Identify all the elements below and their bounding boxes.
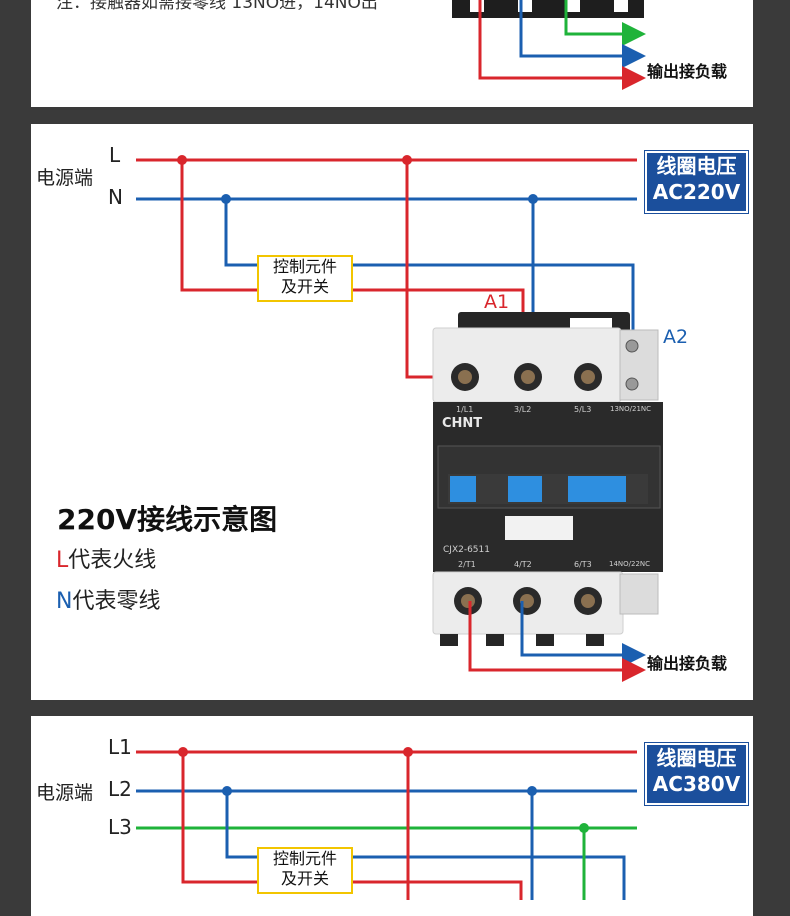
legend-L-letter: L [56,548,69,573]
mid-line-N-label: N [108,185,123,209]
mid-output-label: 输出接负载 [647,654,728,673]
contactor-model: CJX2-6511 [443,545,490,555]
bottom-control-box: 控制元件 及开关 [257,847,353,894]
bottom-control-line2: 及开关 [280,869,329,888]
bottom-term-1: 2/T1 [458,560,476,569]
mid-badge-line2: AC220V [652,180,741,204]
diagram-title: 220V接线示意图 [57,503,278,536]
bottom-badge-line1: 线圈电压 [656,746,737,770]
legend-N-text: 代表零线 [72,589,161,614]
top-output-label: 输出接负载 [647,62,728,81]
top-term-4: 13NO/21NC [610,405,652,413]
terminal-a1-label: A1 [484,291,510,313]
top-output-green [564,0,646,46]
mid-output-red [468,601,646,682]
wiring-note: 注：接触器如需接零线 13NO进，14NO出 [56,0,378,13]
wire-control-to-A2 [352,263,635,345]
top-term-1: 1/L1 [456,405,474,414]
top-term-3: 5/L3 [574,405,592,414]
mid-control-line1: 控制元件 [272,257,337,276]
bottom-term-3: 6/T3 [574,560,592,569]
mid-source-label: 电源端 [36,167,94,189]
mid-badge-line1: 线圈电压 [656,154,737,178]
contactor [432,312,663,646]
bottom-line-L2-label: L2 [108,777,132,801]
legend-L-text: 代表火线 [68,548,157,573]
top-output-blue [519,0,646,68]
bottom-badge-line2: AC380V [652,772,741,796]
mid-line-L-label: L [109,143,121,167]
top-output-red [478,0,646,90]
legend-line-N: N代表零线 [56,583,160,615]
mid-voltage-badge: 线圈电压 AC220V [645,151,748,213]
bottom-line-L1-label: L1 [108,735,132,759]
top-term-2: 3/L2 [514,405,532,414]
bottom-term-2: 4/T2 [514,560,532,569]
bottom-term-4: 14NO/22NC [609,560,651,568]
contactor-brand: CHNT [442,416,483,431]
terminal-a2-label: A2 [663,326,689,348]
bottom-voltage-badge: 线圈电压 AC380V [645,743,748,805]
mid-output-blue [520,601,646,667]
bottom-control-line1: 控制元件 [272,849,337,868]
wire-L-to-control [180,160,258,292]
bottom-line-L3-label: L3 [108,815,132,839]
legend-line-L: L代表火线 [56,542,156,574]
mid-control-box: 控制元件 及开关 [257,255,353,302]
bottom-source-label: 电源端 [36,782,94,804]
legend-N-letter: N [56,589,73,614]
wire-N-to-control [224,199,258,267]
mid-control-line2: 及开关 [280,277,329,296]
